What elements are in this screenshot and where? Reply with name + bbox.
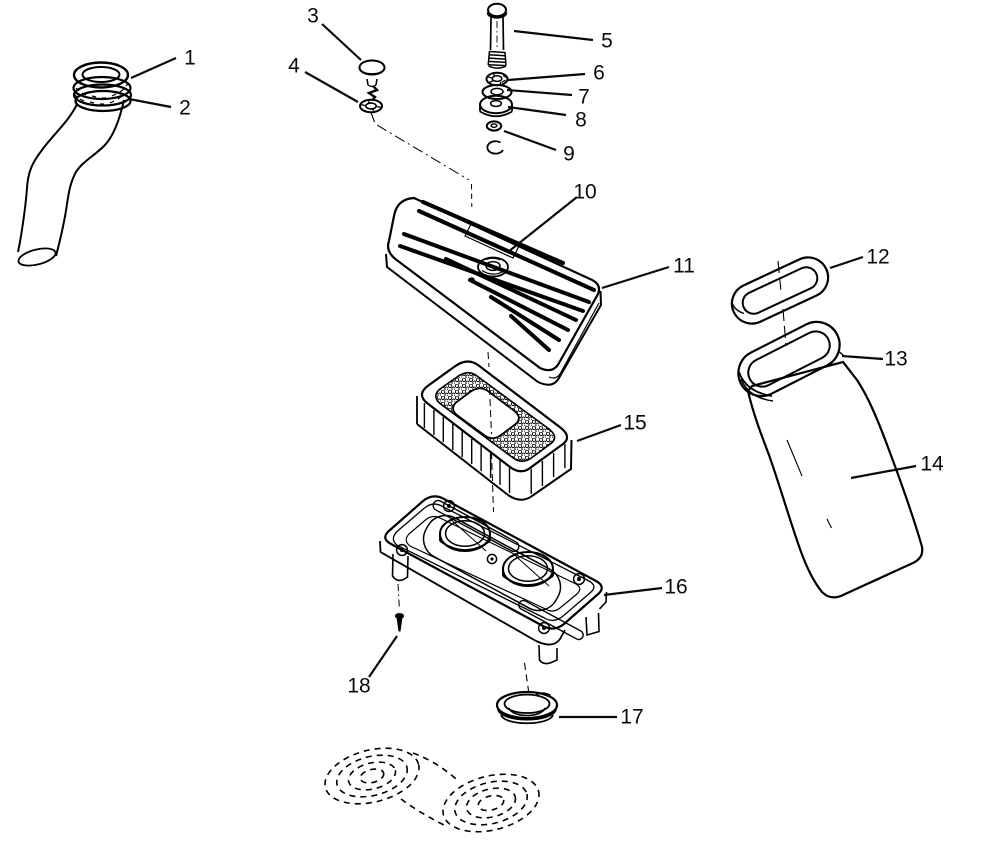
callout-label-15: 15 [623,412,646,435]
base-platform [422,514,562,612]
base-corner-bosses [395,499,586,635]
recess-opening [486,140,504,155]
callout-12-leader [829,255,864,270]
cover-seam [464,223,520,259]
filter-top-face [420,360,569,473]
callout-label-18: 18 [347,675,370,698]
part-filter-element [416,360,573,501]
callout-4-leader [304,71,359,103]
callout-label-9: 9 [563,143,575,166]
collar-knurl-ticks [73,82,130,105]
bolt-head [487,2,507,18]
cover-bolt-recess [477,256,509,278]
callout-10-leader [507,196,578,253]
base-venturi-left [439,516,491,552]
centerline-duct [777,260,787,347]
callout-label-12: 12 [866,246,889,269]
centerline-4-to-cover [376,124,473,208]
part-outlet-flange [495,690,559,725]
callout-18-leader [368,635,398,678]
callout-label-8: 8 [575,109,587,132]
callout-label-16: 16 [664,576,687,599]
part-bolt-stack [479,2,513,155]
part-intake-tube [17,61,133,267]
base-foot-right [585,612,600,637]
callout-label-6: 6 [593,62,605,85]
callout-9-leader [503,129,557,152]
flat-washer [481,84,513,100]
callout-2-leader [128,97,172,109]
callout-label-14: 14 [920,453,944,476]
duct-body [746,360,924,599]
callout-3-leader [321,23,362,61]
callout-label-2: 2 [179,97,191,120]
callout-15-leader [576,423,622,443]
callout-14-leader [850,464,917,480]
filter-opening [452,387,520,440]
callout-1-leader [130,56,177,80]
callout-6-leader [507,72,586,82]
part-outlet-duct [737,320,924,599]
bolt-threads [487,50,507,69]
callout-16-leader [603,586,663,597]
part-screw-and-washer [358,59,386,123]
callout-label-1: 1 [184,47,196,70]
part-airbox-cover [385,196,603,386]
callout-label-4: 4 [288,55,300,78]
tube-rim [72,61,130,89]
squiggle-lead [366,85,380,100]
base-venturi-right [502,551,554,587]
cover-ribs [398,200,596,352]
callout-label-10: 10 [573,181,596,204]
cover-top-face [386,196,601,372]
callout-label-13: 13 [884,348,907,371]
base-slot-upper [432,499,520,553]
callout-label-7: 7 [578,86,590,109]
callout-7-leader [506,88,573,97]
spacer-washer [479,94,513,115]
part-screw-18 [394,613,405,632]
lock-washer [485,71,509,87]
part-airbox-base [379,495,608,695]
callout-5-leader [513,29,594,42]
callout-8-leader [507,105,567,117]
part-oval-seal [730,256,830,325]
duct-lip [737,320,841,398]
base-screw-tab [391,553,409,582]
callout-label-11: 11 [673,255,695,278]
callout-13-leader [841,354,884,361]
filter-mesh [435,372,555,462]
callout-label-17: 17 [620,706,643,729]
part-hidden-gasket-coil [324,747,540,833]
centerline-vertical [487,351,494,513]
filter-pleats [423,403,566,494]
cover-dot [469,277,475,283]
base-tray-face [384,495,603,630]
callout-11-leader [601,265,670,290]
callout-label-3: 3 [307,5,319,28]
base-foot [538,644,558,665]
callout-label-5: 5 [601,30,613,53]
